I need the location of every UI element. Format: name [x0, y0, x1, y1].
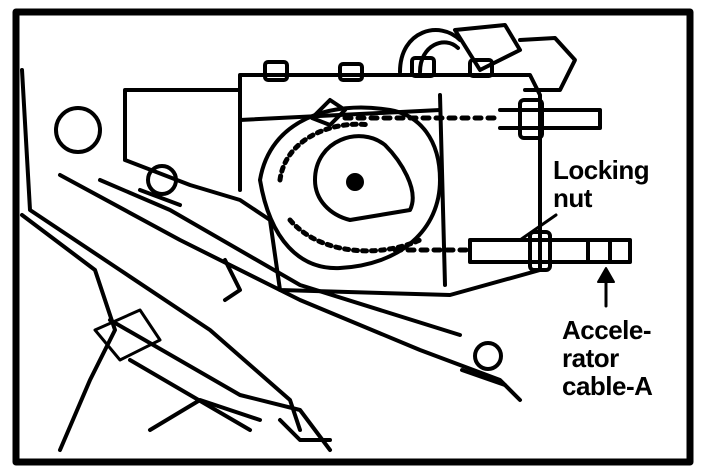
cable-arrowhead	[597, 267, 615, 283]
locking-nut-label: Locking nut	[553, 155, 650, 213]
accelerator-cable-label-line1: Accele-	[562, 315, 652, 345]
throttle-cam	[258, 98, 442, 271]
locking-nut-label-line1: Locking	[553, 155, 650, 185]
locking-nut-label-line2: nut	[553, 183, 592, 213]
figure-frame	[12, 8, 694, 466]
locking-nut-leader	[518, 213, 558, 242]
accelerator-cable-label-line3: cable-A	[562, 371, 653, 401]
accelerator-cable-label-line2: rator	[562, 343, 619, 373]
cable-rods	[342, 98, 632, 272]
mounting-hole	[54, 106, 102, 154]
bracket-bolts	[138, 164, 507, 387]
accelerator-cable-label: Accele- rator cable-A	[562, 315, 653, 401]
throttle-housing	[123, 23, 577, 297]
